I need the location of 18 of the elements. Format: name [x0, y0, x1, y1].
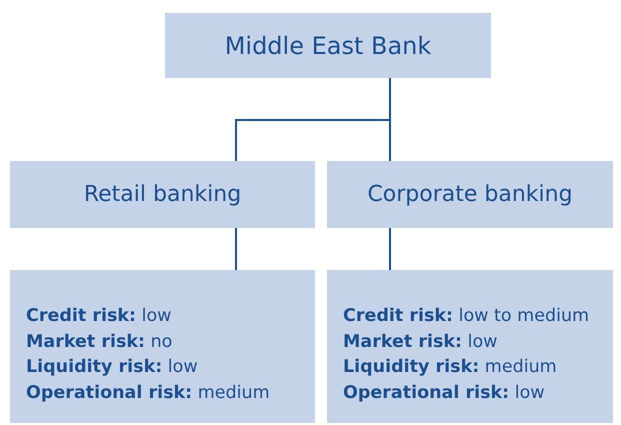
- risk-text: Market risk: low: [343, 330, 498, 354]
- unit-label: Retail banking: [84, 182, 242, 207]
- connector-line: [389, 228, 391, 270]
- unit-label: Middle East Bank: [224, 32, 432, 60]
- unit-label: Corporate banking: [367, 182, 573, 207]
- org-box: [327, 161, 613, 228]
- risk-box: [327, 270, 613, 423]
- risk-text: Operational risk: medium: [26, 382, 270, 404]
- risk-box: [10, 270, 315, 423]
- connector-line: [235, 228, 237, 270]
- org-box: [165, 13, 491, 78]
- risk-text: Liquidity risk: low: [26, 356, 198, 379]
- org-box: [10, 161, 315, 228]
- risk-text: Liquidity risk: medium: [343, 356, 557, 379]
- risk-text: Credit risk: low: [26, 305, 172, 328]
- risk-text: Market risk: no: [26, 330, 172, 354]
- risk-text: Operational risk: low: [343, 382, 545, 404]
- risk-text: Credit risk: low to medium: [343, 305, 590, 328]
